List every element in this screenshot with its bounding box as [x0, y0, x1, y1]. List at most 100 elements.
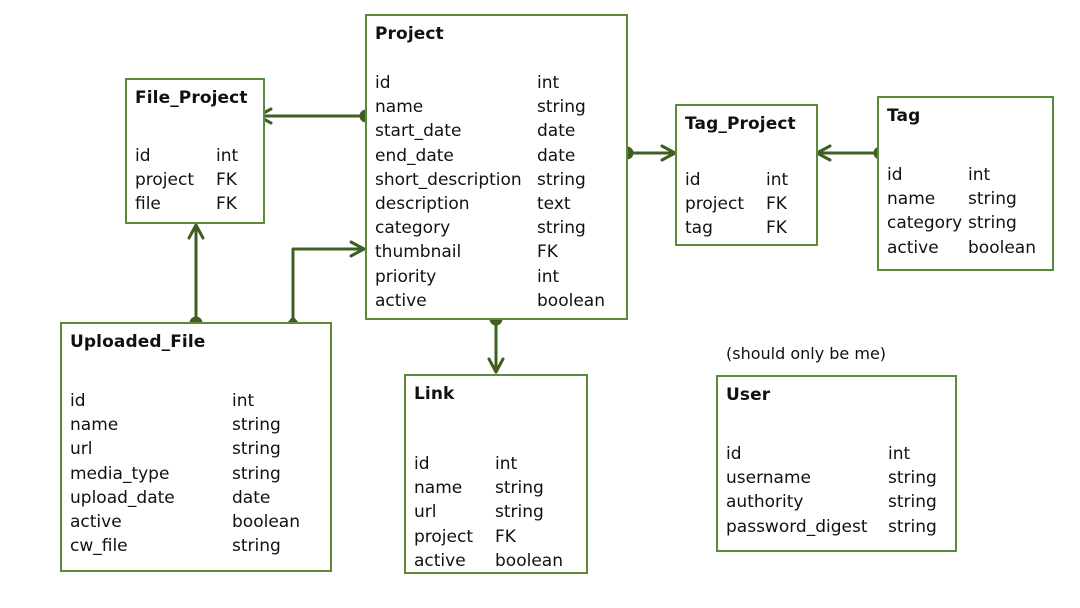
field-row: project FK — [685, 192, 810, 216]
field-type: boolean — [232, 512, 300, 533]
field-name: id — [685, 170, 701, 191]
field-type: text — [537, 194, 571, 215]
field-name: name — [414, 478, 463, 499]
entity-title: Link — [414, 384, 455, 404]
field-name: id — [887, 165, 903, 186]
field-type: string — [232, 415, 281, 436]
entity-title: Uploaded_File — [70, 332, 206, 352]
field-type: string — [232, 536, 281, 557]
field-name: priority — [375, 266, 437, 287]
field-type: FK — [766, 218, 787, 239]
field-name: id — [726, 444, 742, 465]
field-row: category string — [375, 216, 620, 240]
field-name: media_type — [70, 463, 170, 484]
field-name: file — [135, 194, 161, 215]
field-row: password_digest string — [726, 515, 949, 539]
field-name: url — [70, 439, 93, 460]
field-type: boolean — [537, 290, 605, 311]
field-name: id — [135, 146, 151, 167]
field-type: FK — [766, 194, 787, 215]
field-type: int — [216, 146, 239, 167]
field-name: active — [70, 512, 122, 533]
field-name: thumbnail — [375, 242, 462, 263]
entity-title: File_Project — [135, 88, 248, 108]
field-type: date — [537, 121, 576, 142]
field-type: int — [537, 266, 560, 287]
field-name: name — [887, 189, 936, 210]
field-name: name — [375, 97, 424, 118]
field-type: boolean — [968, 237, 1036, 258]
field-type: string — [968, 213, 1017, 234]
field-name: id — [414, 454, 430, 475]
field-name: tag — [685, 218, 713, 239]
field-name: category — [375, 218, 451, 239]
field-type: int — [495, 454, 518, 475]
arrowhead-link — [487, 357, 505, 374]
field-name: category — [887, 213, 963, 234]
field-type: string — [888, 492, 937, 513]
field-row: id int — [887, 163, 1046, 187]
field-name: username — [726, 468, 811, 489]
field-type: string — [495, 478, 544, 499]
entity-title: Tag — [887, 106, 921, 126]
field-row: name string — [375, 95, 620, 119]
field-name: active — [887, 237, 939, 258]
field-type: int — [766, 170, 789, 191]
field-row: tag FK — [685, 216, 810, 240]
arrowhead-file-project-bottom — [187, 223, 205, 240]
field-name: project — [414, 526, 474, 547]
entity-title: Project — [375, 24, 444, 44]
field-name: password_digest — [726, 516, 868, 537]
field-row: username string — [726, 466, 949, 490]
field-type: string — [888, 516, 937, 537]
field-type: string — [968, 189, 1017, 210]
field-name: active — [375, 290, 427, 311]
field-name: id — [70, 391, 86, 412]
field-row: id int — [70, 389, 324, 413]
field-name: url — [414, 502, 437, 523]
field-name: upload_date — [70, 487, 175, 508]
entity-title: Tag_Project — [685, 114, 796, 134]
field-type: int — [232, 391, 255, 412]
field-type: string — [888, 468, 937, 489]
field-type: string — [537, 97, 586, 118]
field-row: thumbnail FK — [375, 240, 620, 264]
field-type: int — [888, 444, 911, 465]
field-type: int — [968, 165, 991, 186]
field-row: priority int — [375, 265, 620, 289]
entity-title: User — [726, 385, 771, 405]
field-type: FK — [537, 242, 558, 263]
field-row: project FK — [414, 525, 580, 549]
field-row: active boolean — [887, 236, 1046, 260]
field-type: FK — [495, 526, 516, 547]
field-name: project — [685, 194, 745, 215]
field-type: string — [537, 218, 586, 239]
field-row: active boolean — [70, 510, 324, 534]
field-row: id int — [726, 442, 949, 466]
field-row: id int — [135, 144, 257, 168]
